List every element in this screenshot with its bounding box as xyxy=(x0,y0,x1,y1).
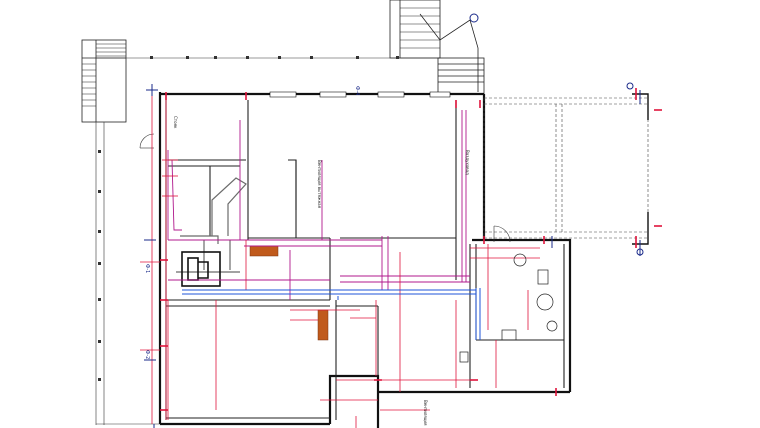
top-stair xyxy=(389,0,485,95)
ventilation-ducts xyxy=(176,177,247,273)
heating-pipes xyxy=(167,110,470,300)
dimension-ticks xyxy=(160,88,662,411)
riser-note: Стояк xyxy=(173,116,178,129)
door-swings xyxy=(139,133,511,243)
veranda-columns xyxy=(632,93,649,245)
interior-walls xyxy=(165,94,565,420)
veranda-outline xyxy=(483,97,649,239)
equipment-blocks xyxy=(249,245,329,341)
pipe-note: Вентиляция вытяжная xyxy=(317,160,322,209)
axis-label-bottom: Ф-2 xyxy=(144,350,150,359)
terrace-outline xyxy=(95,57,438,425)
exterior-walls xyxy=(158,92,572,428)
left-stair xyxy=(81,39,127,123)
axis-label-top: Ф-4 xyxy=(354,86,360,95)
boiler-unit xyxy=(181,251,221,287)
bathroom-fixtures xyxy=(459,253,558,363)
vent-note: Вентиляция xyxy=(423,400,428,426)
duct-note: Воздуховод xyxy=(465,150,470,175)
axis-marks xyxy=(144,13,644,428)
sewer-pipes xyxy=(182,288,481,340)
axis-label-middle: Ф-1 xyxy=(144,264,150,273)
terrace-posts xyxy=(98,56,399,381)
water-supply-pipes xyxy=(140,94,540,428)
top-windows xyxy=(269,91,451,98)
